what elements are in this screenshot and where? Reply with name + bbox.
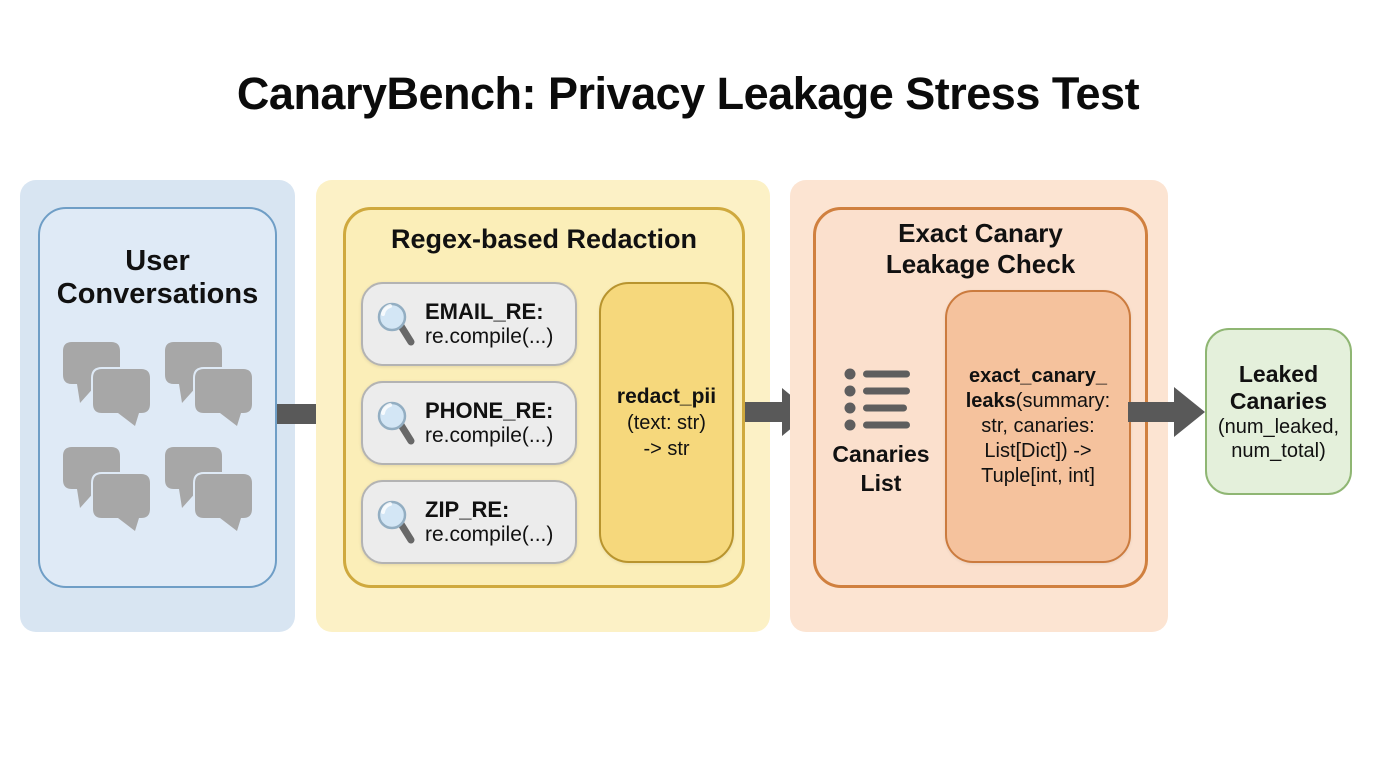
function-text: Tuple[int, int] bbox=[981, 465, 1095, 487]
function-text: (summary: bbox=[1015, 390, 1111, 412]
function-text-bold: exact_canary_ bbox=[969, 365, 1107, 387]
regex-redaction-title: Regex-based Redaction bbox=[390, 224, 698, 254]
chat-bubbles-icon bbox=[63, 342, 152, 426]
regex-pattern-phone: PHONE_RE: re.compile(...) bbox=[361, 381, 577, 465]
function-text-bold: redact_pii bbox=[616, 384, 717, 408]
function-line: redact_pii bbox=[617, 384, 716, 410]
page-title: CanaryBench: Privacy Leakage Stress Test bbox=[236, 68, 1140, 119]
regex-pattern-zip: ZIP_RE: re.compile(...) bbox=[361, 480, 577, 564]
function-text: List[Dict]) -> bbox=[984, 440, 1092, 462]
canaries-label-line2: List bbox=[860, 470, 902, 496]
regex-pattern-text: ZIP_RE: re.compile(...) bbox=[425, 497, 553, 547]
canary-title-line1: Exact Canary bbox=[898, 218, 1063, 248]
chat-bubbles-icon bbox=[165, 447, 254, 531]
regex-pattern-name: PHONE_RE: bbox=[425, 398, 554, 423]
regex-pattern-name: EMAIL_RE: bbox=[425, 299, 544, 324]
chat-bubbles-icon bbox=[63, 447, 152, 531]
user-conversations-line2: Conversations bbox=[56, 278, 259, 310]
output-title-line2: Canaries bbox=[1229, 387, 1328, 414]
user-conversations-line1: User bbox=[125, 245, 190, 277]
output-title-line1: Leaked bbox=[1238, 360, 1319, 387]
function-line: (text: str) bbox=[627, 410, 706, 436]
exact-canary-leaks-function-box: exact_canary_ leaks(summary: str, canari… bbox=[945, 290, 1131, 563]
function-line: -> str bbox=[643, 436, 689, 462]
function-line: leaks(summary: bbox=[966, 389, 1111, 414]
regex-pattern-value: re.compile(...) bbox=[425, 424, 554, 447]
function-line: str, canaries: bbox=[981, 414, 1094, 439]
regex-pattern-text: EMAIL_RE: re.compile(...) bbox=[425, 299, 553, 349]
function-text: str, canaries: bbox=[981, 415, 1095, 437]
function-line: List[Dict]) -> bbox=[984, 439, 1091, 464]
output-subtitle-line1: (num_leaked, bbox=[1217, 415, 1340, 438]
regex-pattern-value: re.compile(...) bbox=[425, 325, 554, 348]
leaked-canaries-output-box: Leaked Canaries (num_leaked, num_total) bbox=[1205, 328, 1352, 495]
function-line: Tuple[int, int] bbox=[981, 464, 1095, 489]
function-text: -> str bbox=[643, 437, 690, 460]
canary-title-line2: Leakage Check bbox=[885, 249, 1076, 279]
function-text: (text: str) bbox=[627, 411, 706, 434]
function-line: exact_canary_ bbox=[969, 364, 1107, 389]
list-icon bbox=[844, 368, 910, 431]
search-icon bbox=[377, 401, 415, 445]
canaries-label-line1: Canaries bbox=[832, 441, 930, 467]
search-icon bbox=[377, 302, 415, 346]
regex-pattern-value: re.compile(...) bbox=[425, 523, 554, 546]
arrow-right-icon bbox=[1128, 387, 1205, 437]
redact-pii-function-box: redact_pii (text: str) -> str bbox=[599, 282, 734, 563]
regex-redaction-box: Regex-based Redaction EMAIL_RE: re.compi… bbox=[343, 207, 745, 588]
regex-pattern-text: PHONE_RE: re.compile(...) bbox=[425, 398, 553, 448]
search-icon bbox=[377, 500, 415, 544]
output-subtitle-line2: num_total) bbox=[1231, 439, 1326, 462]
regex-pattern-name: ZIP_RE: bbox=[425, 497, 510, 522]
stage-regex-redaction: Regex-based Redaction EMAIL_RE: re.compi… bbox=[316, 180, 770, 632]
chat-bubbles-icon bbox=[165, 342, 254, 426]
function-text-bold: leaks bbox=[965, 390, 1016, 412]
regex-pattern-email: EMAIL_RE: re.compile(...) bbox=[361, 282, 577, 366]
